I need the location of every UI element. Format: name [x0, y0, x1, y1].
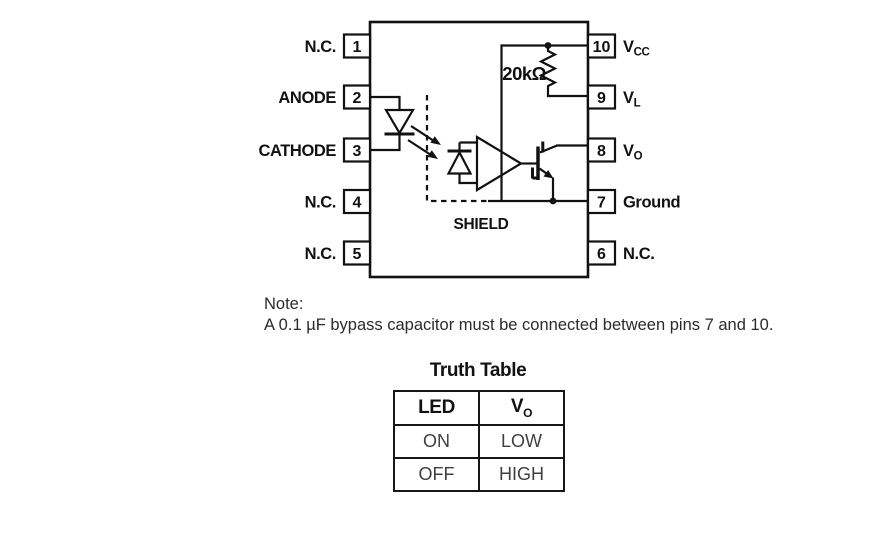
vo-state-cell: LOW — [478, 424, 565, 459]
truth-table: LED VO ON LOW OFF HIGH — [393, 390, 565, 492]
led-state-cell: ON — [393, 424, 480, 459]
ground-rail-wire — [488, 197, 588, 205]
pin-9: 9 VL — [586, 84, 641, 110]
truth-table-header-row: LED VO — [393, 390, 565, 426]
note-body: A 0.1 µF bypass capacitor must be connec… — [264, 316, 774, 334]
pin-5-number: 5 — [353, 246, 362, 263]
pin-4-number: 4 — [353, 195, 362, 212]
vo-state-cell: HIGH — [478, 457, 565, 492]
ic-body-outline — [368, 20, 590, 279]
vo-subscript: O — [523, 405, 533, 420]
vo-main: V — [510, 396, 524, 418]
shield-label: SHIELD — [453, 216, 508, 233]
shield-boundary-line — [425, 95, 488, 203]
pin-7: 7 Ground — [586, 188, 681, 215]
note-heading: Note: — [264, 295, 304, 313]
truth-table-header-led: LED — [393, 390, 480, 426]
pin-8-label: VO — [623, 142, 643, 163]
amplifier-symbol — [475, 135, 524, 192]
pin-3-label: CATHODE — [258, 142, 336, 160]
pin-4: 4 N.C. — [305, 188, 372, 215]
pin-3: 3 CATHODE — [258, 137, 372, 163]
pin-2-number: 2 — [353, 90, 362, 107]
light-arrows-icon — [407, 125, 441, 159]
pin-8: 8 VO — [586, 137, 643, 163]
truth-table-row-on: ON LOW — [393, 424, 565, 459]
junction-dot-ground — [549, 197, 557, 205]
pin-7-number: 7 — [597, 195, 606, 212]
pin-9-number: 9 — [597, 90, 606, 107]
truth-table-title: Truth Table — [429, 360, 527, 381]
pin-1: 1 N.C. — [305, 33, 372, 59]
led-state-cell: OFF — [393, 457, 480, 492]
pin-7-label: Ground — [623, 194, 680, 212]
pin-2: 2 ANODE — [278, 84, 372, 110]
pin-3-number: 3 — [353, 143, 362, 160]
pin-1-label: N.C. — [305, 38, 336, 56]
pin-6: 6 N.C. — [586, 240, 655, 266]
pin-2-label: ANODE — [278, 89, 336, 107]
pin-5-label: N.C. — [305, 245, 336, 263]
pin-10-number: 10 — [593, 39, 611, 56]
pin-6-label: N.C. — [623, 245, 654, 263]
truth-table-row-off: OFF HIGH — [393, 457, 565, 492]
pin-6-number: 6 — [597, 246, 606, 263]
vcc-rail-wire — [500, 44, 588, 201]
pin-8-number: 8 — [597, 143, 606, 160]
pin-10-label: VCC — [623, 38, 650, 59]
pin-9-label: VL — [623, 89, 641, 110]
truth-table-header-vo: VO — [478, 390, 565, 426]
led-symbol — [370, 95, 415, 152]
note-block: Note: A 0.1 µF bypass capacitor must be … — [264, 294, 773, 336]
pin-4-label: N.C. — [305, 194, 336, 212]
resistor-symbol: 20kΩ — [502, 42, 588, 98]
pin-5: 5 N.C. — [305, 240, 372, 266]
pin-10: 10 VCC — [586, 33, 650, 59]
resistor-value-label: 20kΩ — [502, 63, 546, 84]
npn-transistor-symbol — [521, 141, 588, 201]
photodiode-symbol — [446, 141, 477, 185]
pin-1-number: 1 — [353, 39, 362, 56]
junction-dot-vcc — [544, 42, 552, 49]
